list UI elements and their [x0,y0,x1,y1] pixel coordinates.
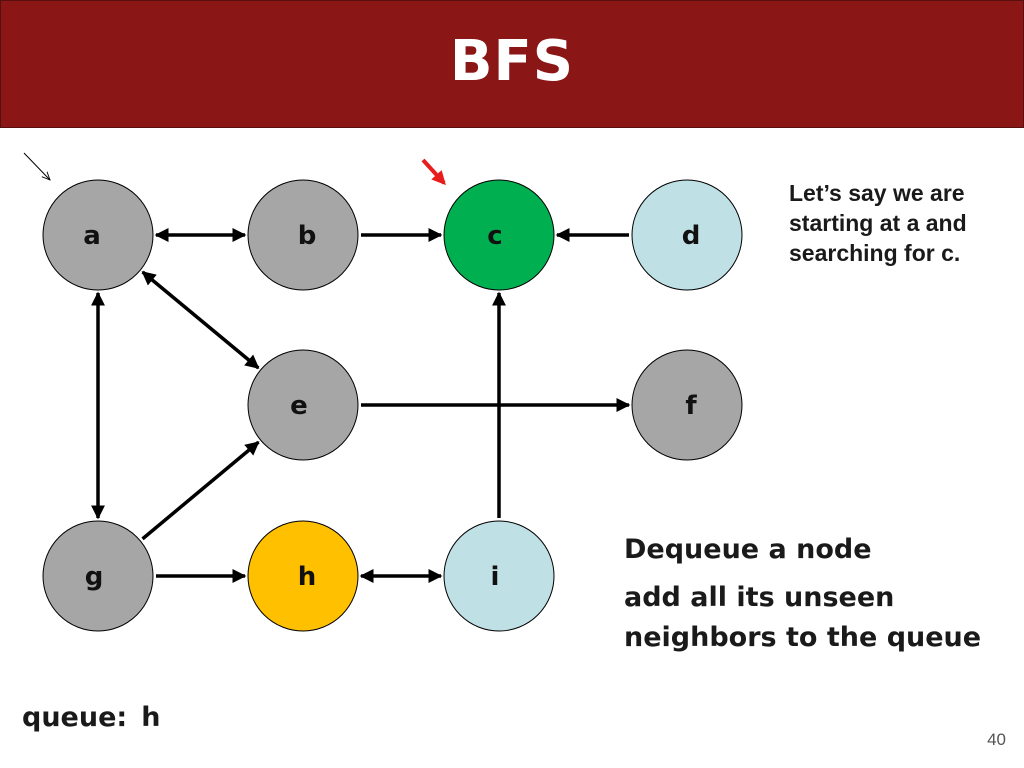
node-i: i [443,520,555,632]
node-h-label: h [298,562,317,592]
node-a-circle [42,179,154,291]
queue-values: h [141,702,161,733]
node-i-label: i [491,562,500,592]
node-f-label: f [685,391,697,421]
node-f-circle [631,349,743,461]
queue-label: queue: [22,702,128,733]
step-add-neighbors: add all its unseen neighbors to the queu… [624,582,982,653]
node-g: g [42,520,154,632]
node-a: a [42,179,154,291]
node-e-circle [247,349,359,461]
node-c-label: c [487,221,502,251]
node-h-circle [247,520,359,632]
edge-g-e [141,440,260,541]
start-pointer-icon [23,152,50,180]
node-g-circle [42,520,154,632]
node-b-label: b [298,221,317,251]
slide-title: BFS [449,28,575,94]
node-h: h [247,520,359,632]
edge-a-e [141,270,260,370]
node-a-label: a [83,221,101,251]
node-d: d [631,179,743,291]
node-i-circle [443,520,555,632]
slide-header: BFS [0,0,1024,128]
bfs-steps: Dequeue a node add all its unseen neighb… [624,530,1014,666]
step-dequeue: Dequeue a node [624,534,872,565]
node-b: b [247,179,359,291]
node-d-circle [631,179,743,291]
queue-display: queue: h [22,702,160,733]
node-f: f [631,349,743,461]
node-c-circle [443,179,555,291]
page-number: 40 [987,730,1006,749]
node-b-circle [247,179,359,291]
problem-note: Let’s say we are starting at a and searc… [789,180,967,266]
node-d-label: d [682,221,701,251]
target-pointer-icon [421,158,446,186]
node-e-label: e [290,391,308,421]
node-e: e [247,349,359,461]
node-g-label: g [85,562,104,592]
node-c: c [443,179,555,291]
